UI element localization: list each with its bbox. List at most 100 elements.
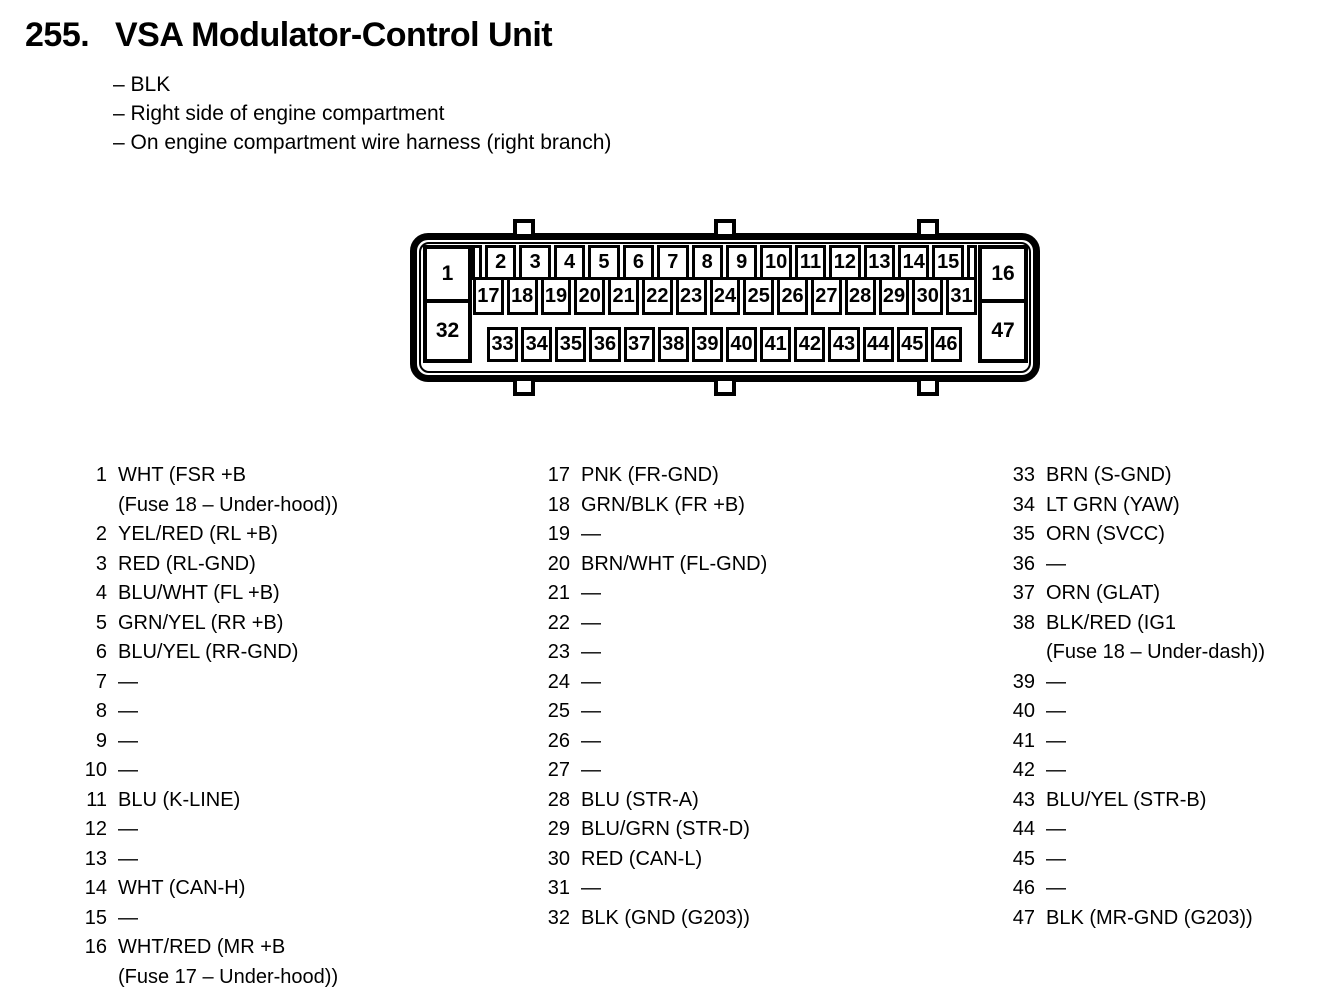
connector-pin-cell: 31 <box>946 277 977 315</box>
pin-label: — <box>1046 700 1066 722</box>
pin-label: GRN/YEL (RR +B) <box>118 611 284 634</box>
pin-label: RED (CAN-L) <box>581 847 703 870</box>
pin-label: — <box>1046 670 1066 693</box>
connector-tab <box>513 381 535 396</box>
connector-pin-cell: 28 <box>844 277 876 315</box>
pin-label: — <box>581 670 601 693</box>
connector-pin-cell: 12 <box>829 245 861 280</box>
pin-number: 3 <box>95 552 107 575</box>
pin-row: 36— <box>1012 550 1265 580</box>
connector-pin-cell: 37 <box>623 327 655 362</box>
pin-number: 12 <box>84 818 107 840</box>
pin-row: 41— <box>1012 727 1265 757</box>
connector-pin-cell: 33 <box>487 327 519 362</box>
pin-label: WHT/RED (MR +B (Fuse 17 – Under-hood)) <box>118 936 339 988</box>
pin-label: YEL/RED (RL +B) <box>118 523 278 545</box>
blank-slot <box>967 245 977 280</box>
pin-label: — <box>118 670 138 693</box>
pin-number: 5 <box>95 611 107 634</box>
pin-label: — <box>581 611 601 634</box>
connector-pin-cell: 9 <box>725 245 758 280</box>
pin-label: — <box>1046 877 1066 899</box>
connector-pin-cell: 20 <box>574 277 606 315</box>
connector-pin-cell: 18 <box>506 277 538 315</box>
pin-label: BLK/RED (IG1 (Fuse 18 – Under-dash)) <box>1046 611 1265 664</box>
pin-label: BLU/YEL (STR-B) <box>1046 788 1207 811</box>
pin-label: ORN (SVCC) <box>1046 523 1165 545</box>
connector-pin-cell: 24 <box>709 277 741 315</box>
pin-number: 14 <box>84 877 107 899</box>
pin-row: 21— <box>547 579 767 609</box>
pin-row: 25— <box>547 697 767 727</box>
pin-label: BRN (S-GND) <box>1046 464 1172 486</box>
connector-pin-cell: 36 <box>589 327 621 362</box>
connector-pin-cell: 29 <box>878 277 910 315</box>
pin-row: 4 BLU/WHT (FL +B) <box>84 579 338 609</box>
pin-number: 23 <box>547 641 570 663</box>
pin-row: 9— <box>84 727 338 757</box>
pin-label: WHT (CAN-H) <box>118 877 246 899</box>
pin-row: 27— <box>547 756 767 786</box>
pin-number: 40 <box>1012 700 1035 722</box>
connector-tab <box>714 381 736 396</box>
pin-number: 25 <box>547 700 570 722</box>
connector-pin-cell: 10 <box>760 245 792 280</box>
pin-row: 28 BLU (STR-A) <box>547 786 767 816</box>
connector-pin-cell: 38 <box>657 327 689 362</box>
connector-pin-cell: 14 <box>898 245 930 280</box>
connector-pin-cell: 11 <box>794 245 827 280</box>
pin-number: 26 <box>547 729 570 752</box>
pin-number: 33 <box>1012 464 1035 486</box>
connector-pin-cell: 8 <box>691 245 723 280</box>
connector-pin-cell: 45 <box>896 327 928 362</box>
pin-row: 22— <box>547 609 767 639</box>
connector-tab <box>513 219 535 234</box>
pin-row: 44— <box>1012 815 1265 845</box>
pin-label: BLU/WHT (FL +B) <box>118 582 280 604</box>
pin-number: 4 <box>95 582 107 604</box>
connector-pin-cell: 41 <box>760 327 792 362</box>
connector-pin-cell: 21 <box>608 277 639 315</box>
connector-pin-32: 32 <box>423 299 472 363</box>
pin-row: 8— <box>84 697 338 727</box>
pin-number: 15 <box>84 906 107 929</box>
section-number: 255. <box>25 16 90 54</box>
connector-pin-cell: 44 <box>862 327 894 362</box>
pin-number: 20 <box>547 552 570 575</box>
pin-label: BLU (K-LINE) <box>118 788 241 811</box>
connector-pin-cell: 7 <box>657 245 689 280</box>
pin-label: — <box>581 877 601 899</box>
pin-label: — <box>118 729 138 752</box>
connector-pin-cell: 23 <box>675 277 707 315</box>
pin-row: 15— <box>84 904 338 934</box>
connector-pin-cell: 46 <box>930 327 962 362</box>
pin-label: BLU (STR-A) <box>581 788 699 811</box>
pin-number: 8 <box>95 700 107 722</box>
pin-number: 13 <box>84 847 107 870</box>
connector-pin-cell: 5 <box>588 245 620 280</box>
connector-tab <box>714 219 736 234</box>
connector-pin-cell: 19 <box>540 277 572 315</box>
connector-pin-cell: 15 <box>932 245 964 280</box>
pin-label: GRN/BLK (FR +B) <box>581 493 745 516</box>
pin-row: 13— <box>84 845 338 875</box>
pin-row: 19— <box>547 520 767 550</box>
connector-pin-cell: 3 <box>519 245 551 280</box>
pin-number: 28 <box>547 788 570 811</box>
